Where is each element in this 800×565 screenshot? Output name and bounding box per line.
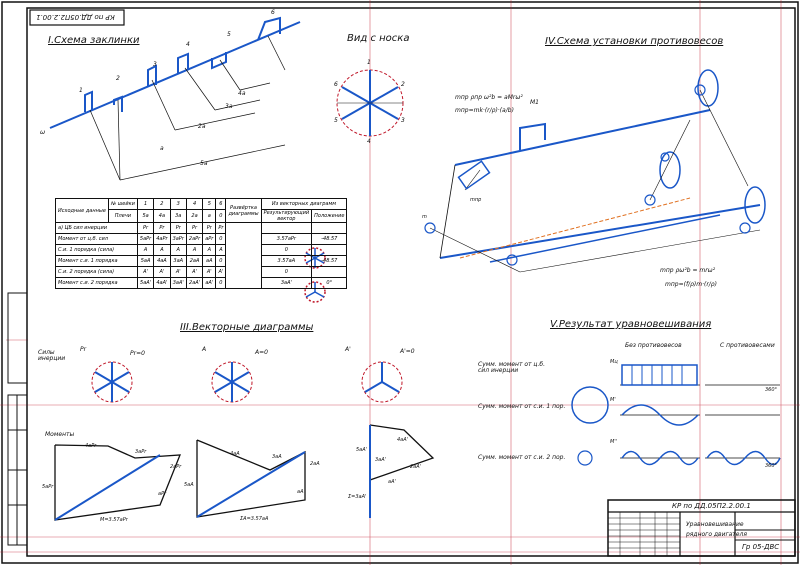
crank-label-3: 3 (153, 61, 157, 68)
section-crank-scheme-title: I.Схема заклинки (48, 35, 140, 46)
dim-label-a: a (160, 145, 164, 152)
section-result-title: V.Результат уравновешивания (550, 319, 712, 330)
section-nose-view-title: Вид с носка (347, 33, 410, 44)
dim-label-2a: 2a (198, 123, 206, 130)
title-block (607, 499, 796, 557)
vector-diagrams (91, 361, 403, 403)
without-counterweights: Без противовесов (625, 342, 682, 349)
table-row: Момент с.и. 1 порядка 5aA 4aA 3aA 2aA aA… (55, 255, 348, 267)
label-a2: A' (345, 346, 351, 353)
label-a20: A'=0 (400, 348, 415, 355)
omega-label: ω (40, 129, 45, 136)
crank-label-6: 6 (271, 9, 275, 16)
forces-label: Силы инерции (38, 349, 66, 362)
moments-label: Моменты (45, 431, 75, 438)
result-label-2: Сумм. момент от с.и. 2 пор. (478, 454, 566, 461)
table-row: С.и. 1 порядка (сила) A A A A A A 0 (55, 244, 348, 256)
label-m: m (422, 214, 427, 220)
label-a0: A=0 (255, 349, 268, 356)
star-label-3: 3 (401, 117, 405, 124)
dim-label-3a: 3a (225, 103, 233, 110)
table-row: Момент от ц.б. сил 5aPr 4aPr 3aPr 2aPr a… (55, 233, 348, 245)
formula-3: mпр ρω²b = mrω² (660, 267, 716, 274)
label-m1: M1 (530, 99, 539, 106)
crank-label-4: 4 (186, 41, 190, 48)
result-label-cb: Сумм. момент от ц.б. сил инерции (478, 361, 546, 374)
doc-code: КР по ДД.05П2.2.00.1 (672, 502, 751, 510)
dim-label-4a: 4a (238, 90, 246, 97)
counterweight-scheme (424, 69, 766, 273)
table-row: Момент с.и. 2 порядка 5aA' 4aA' 3aA' 2aA… (55, 277, 348, 289)
crank-label-5: 5 (227, 31, 231, 38)
star-label-2: 2 (401, 81, 405, 88)
star-label-5: 5 (334, 117, 338, 124)
crank-scheme: 1 2 3 4 5 6 ω a 2a 3a 4a 5a (40, 9, 301, 181)
data-table: Исходные данные № шейки 1 2 3 4 5 6 Разв… (55, 198, 348, 289)
label-mpr: mпр (470, 197, 482, 203)
label-pr0: Pr=0 (130, 350, 145, 357)
section-vector-title: III.Векторные диаграммы (180, 322, 314, 333)
section-counterweight-title: IV.Схема установки противовесов (545, 36, 724, 47)
moment-polygons (54, 424, 435, 521)
star-label-4: 4 (367, 138, 371, 145)
star-label-6: 6 (334, 81, 338, 88)
crank-label-2: 2 (116, 75, 120, 82)
table-row: С.и. 2 порядка (сила) A' A' A' A' A' A' … (55, 266, 348, 278)
drawing-title-2: рядного двигателя (686, 531, 747, 538)
with-counterweights: С противовесами (720, 342, 775, 349)
result-plots (571, 364, 781, 466)
table-row: а) ЦБ сил инерции Pr Pr Pr Pr Pr Pr (55, 222, 348, 289)
group-code: Гр 05-ДВС (742, 543, 780, 551)
label-pr: Pr (80, 346, 87, 353)
formula-1: mпр ρпр ω²b = aMrω² (455, 94, 523, 101)
drawing-title-1: Уравновешивание (686, 521, 744, 528)
table-group-head: Исходные данные (55, 198, 109, 223)
star-label-1: 1 (367, 59, 371, 66)
nose-view-star (336, 69, 404, 137)
result-label-1: Сумм. момент от с.и. 1 пор. (478, 403, 566, 410)
formula-4: mпр=(f/ρ)m·(r/ρ) (665, 281, 717, 288)
doc-code-rotated: КР по ДД.05П2.2.00.1 (36, 13, 115, 21)
crank-label-1: 1 (79, 87, 83, 94)
dim-label-5a: 5a (200, 160, 208, 167)
formula-2: mпр=mk·(r/ρ)·(a/b) (455, 107, 514, 114)
label-a: A (202, 346, 207, 353)
